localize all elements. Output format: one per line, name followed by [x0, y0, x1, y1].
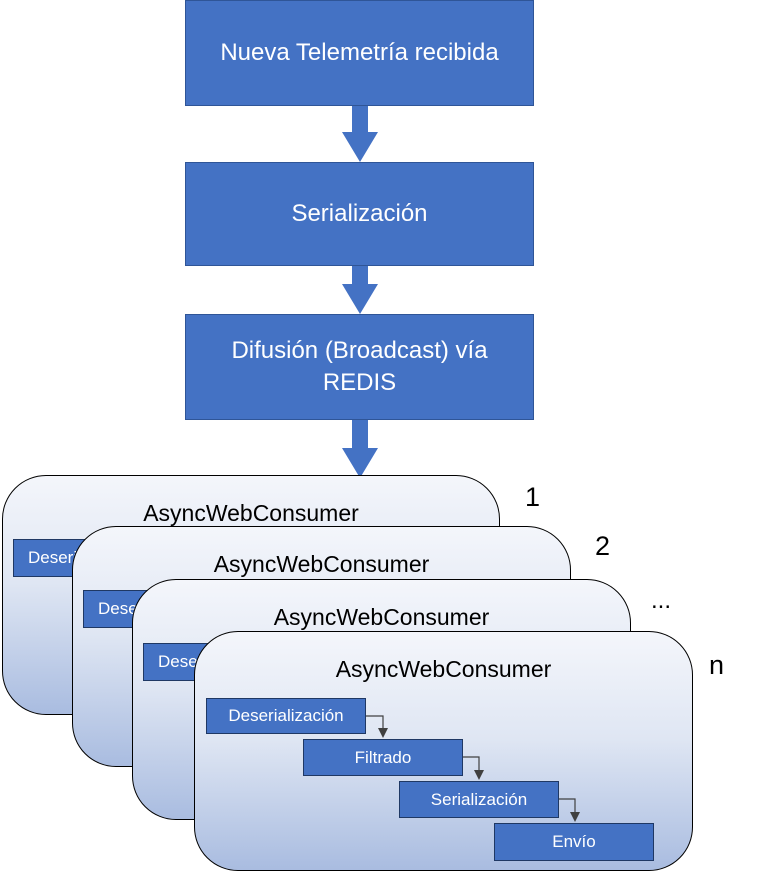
consumer-number-n: n: [709, 650, 725, 680]
connector-arrowhead-1: [378, 728, 388, 738]
arrow-down-2: [342, 266, 378, 314]
consumer-title-2: AsyncWebConsumer: [213, 551, 430, 577]
connector-deserialization-to-filter: [366, 715, 384, 730]
consumer-number-ellipsis: ...: [651, 587, 672, 614]
arrow-down-1: [342, 106, 378, 162]
step-connectors: [366, 715, 580, 822]
send-step: Envío: [494, 823, 654, 861]
serialization-label: Serialización: [291, 199, 428, 227]
serialization-step: Serialización: [399, 781, 559, 818]
broadcast-label: Difusión (Broadcast) vía REDIS: [231, 336, 488, 396]
serialization-box: Serialización: [185, 162, 534, 266]
telemetry-received-label: Nueva Telemetría recibida: [220, 38, 499, 66]
consumer-title-3: AsyncWebConsumer: [273, 604, 490, 630]
broadcast-box: Difusión (Broadcast) vía REDIS: [185, 314, 534, 420]
consumer-number-1: 1: [525, 482, 541, 512]
telemetry-received-box: Nueva Telemetría recibida: [185, 0, 534, 106]
consumer-panel-n: AsyncWebConsumer Deserialización Filtrad…: [194, 631, 693, 871]
connector-arrowhead-3: [570, 812, 580, 822]
consumer-number-2: 2: [595, 531, 611, 561]
arrow-down-3: [342, 420, 378, 478]
consumer-title-n: AsyncWebConsumer: [335, 656, 552, 682]
connector-filter-to-serialization: [463, 756, 480, 772]
connector-arrowhead-2: [474, 770, 484, 780]
connector-serialization-to-send: [559, 798, 576, 814]
deserialization-step: Deserialización: [206, 698, 366, 734]
consumer-title-1: AsyncWebConsumer: [143, 500, 359, 526]
filter-step: Filtrado: [303, 739, 463, 776]
